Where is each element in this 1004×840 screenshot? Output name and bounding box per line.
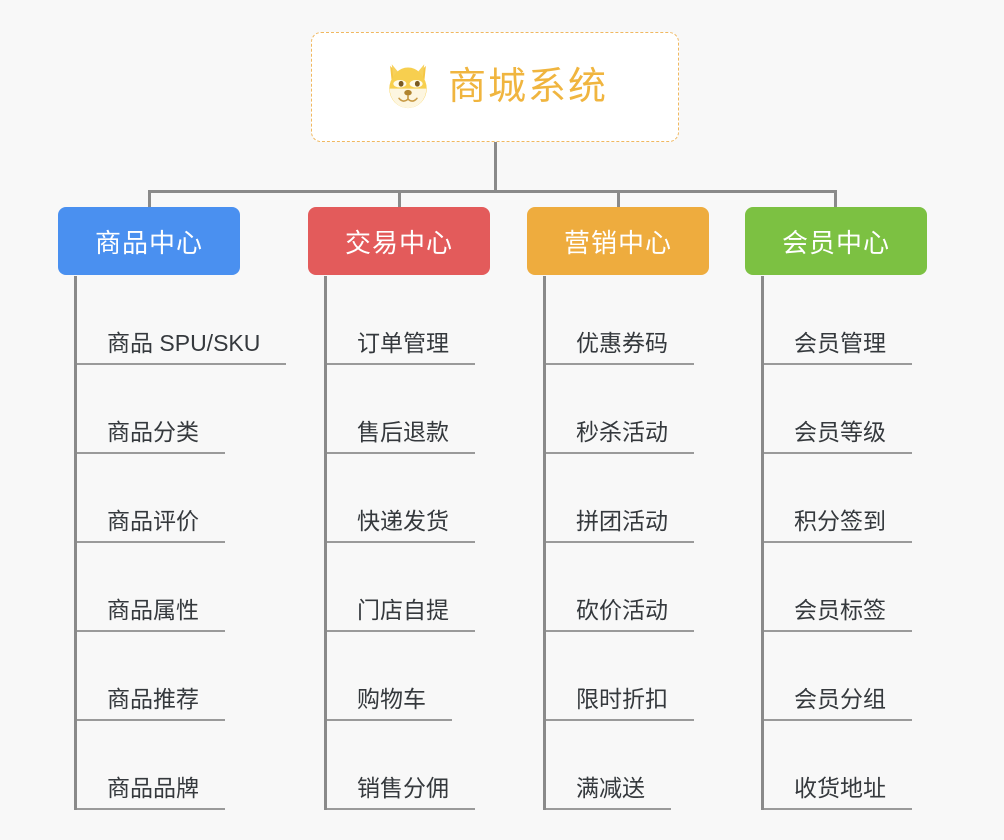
list-item[interactable]: 商品品牌 xyxy=(74,721,286,810)
branch-column-3: 优惠券码 秒杀活动 拼团活动 砍价活动 限时折扣 满减送 xyxy=(543,276,694,810)
leaf-label: 秒杀活动 xyxy=(576,418,668,445)
leaf-list-1: 商品 SPU/SKU 商品分类 商品评价 商品属性 商品推荐 商品品牌 xyxy=(74,276,287,810)
list-item[interactable]: 会员分组 xyxy=(761,632,912,721)
branch-spine-3 xyxy=(543,276,546,810)
branch-spine-4 xyxy=(761,276,764,810)
leaf-label: 订单管理 xyxy=(357,329,449,356)
connector-drop-4 xyxy=(834,190,837,209)
list-item[interactable]: 订单管理 xyxy=(324,276,475,365)
leaf-label: 商品属性 xyxy=(107,596,199,623)
list-item[interactable]: 售后退款 xyxy=(324,365,475,454)
category-label-3: 营销中心 xyxy=(563,227,672,258)
list-item[interactable]: 商品推荐 xyxy=(74,632,286,721)
list-item[interactable]: 拼团活动 xyxy=(543,454,694,543)
leaf-label: 购物车 xyxy=(357,685,426,712)
leaf-label: 商品品牌 xyxy=(107,774,199,801)
category-box-4[interactable]: 会员中心 xyxy=(745,207,927,275)
connector-drop-3 xyxy=(617,190,620,209)
list-item[interactable]: 商品评价 xyxy=(74,454,286,543)
leaf-label: 商品分类 xyxy=(107,418,199,445)
leaf-list-4: 会员管理 会员等级 积分签到 会员标签 会员分组 收货地址 xyxy=(761,276,912,810)
list-item[interactable]: 会员管理 xyxy=(761,276,912,365)
branch-column-4: 会员管理 会员等级 积分签到 会员标签 会员分组 收货地址 xyxy=(761,276,912,810)
leaf-label: 商品评价 xyxy=(107,507,199,534)
leaf-label: 商品 SPU/SKU xyxy=(107,329,261,356)
leaf-label: 售后退款 xyxy=(357,418,449,445)
list-item[interactable]: 会员等级 xyxy=(761,365,912,454)
branch-column-2: 订单管理 售后退款 快递发货 门店自提 购物车 销售分佣 xyxy=(324,276,475,810)
leaf-label: 限时折扣 xyxy=(576,685,668,712)
list-item[interactable]: 门店自提 xyxy=(324,543,475,632)
leaf-label: 拼团活动 xyxy=(576,507,668,534)
leaf-label: 快递发货 xyxy=(357,507,449,534)
category-box-3[interactable]: 营销中心 xyxy=(527,207,709,275)
list-item[interactable]: 会员标签 xyxy=(761,543,912,632)
leaf-label: 会员管理 xyxy=(794,329,886,356)
leaf-label: 收货地址 xyxy=(794,774,886,801)
list-item[interactable]: 商品分类 xyxy=(74,365,286,454)
connector-horizontal-bar xyxy=(148,190,834,193)
leaf-label: 销售分佣 xyxy=(357,774,449,801)
connector-root-stem xyxy=(494,142,497,190)
leaf-label: 会员等级 xyxy=(794,418,886,445)
category-label-2: 交易中心 xyxy=(344,227,453,258)
leaf-label: 优惠券码 xyxy=(576,329,668,356)
connector-drop-1 xyxy=(148,190,151,209)
root-node[interactable]: 商城系统 xyxy=(311,32,679,142)
list-item[interactable]: 商品属性 xyxy=(74,543,286,632)
category-box-2[interactable]: 交易中心 xyxy=(308,207,490,275)
leaf-list-2: 订单管理 售后退款 快递发货 门店自提 购物车 销售分佣 xyxy=(324,276,475,810)
leaf-label: 门店自提 xyxy=(357,596,449,623)
leaf-list-3: 优惠券码 秒杀活动 拼团活动 砍价活动 限时折扣 满减送 xyxy=(543,276,694,810)
list-item[interactable]: 砍价活动 xyxy=(543,543,694,632)
list-item[interactable]: 销售分佣 xyxy=(324,721,475,810)
list-item[interactable]: 积分签到 xyxy=(761,454,912,543)
list-item[interactable]: 商品 SPU/SKU xyxy=(74,276,287,365)
branch-spine-2 xyxy=(324,276,327,810)
leaf-label: 满减送 xyxy=(576,774,645,801)
connector-drop-2 xyxy=(398,190,401,209)
list-item[interactable]: 购物车 xyxy=(324,632,475,721)
shiba-dog-icon xyxy=(382,61,434,113)
list-item[interactable]: 限时折扣 xyxy=(543,632,694,721)
branch-column-1: 商品 SPU/SKU 商品分类 商品评价 商品属性 商品推荐 商品品牌 xyxy=(74,276,287,810)
list-item[interactable]: 秒杀活动 xyxy=(543,365,694,454)
list-item[interactable]: 收货地址 xyxy=(761,721,912,810)
category-label-4: 会员中心 xyxy=(781,227,890,258)
category-label-1: 商品中心 xyxy=(94,227,203,258)
leaf-label: 商品推荐 xyxy=(107,685,199,712)
list-item[interactable]: 优惠券码 xyxy=(543,276,694,365)
list-item[interactable]: 满减送 xyxy=(543,721,694,810)
branch-spine-1 xyxy=(74,276,77,810)
leaf-label: 砍价活动 xyxy=(576,596,668,623)
list-item[interactable]: 快递发货 xyxy=(324,454,475,543)
leaf-label: 会员分组 xyxy=(794,685,886,712)
leaf-label: 积分签到 xyxy=(794,507,886,534)
leaf-label: 会员标签 xyxy=(794,596,886,623)
category-box-1[interactable]: 商品中心 xyxy=(58,207,240,275)
root-title: 商城系统 xyxy=(447,66,608,108)
